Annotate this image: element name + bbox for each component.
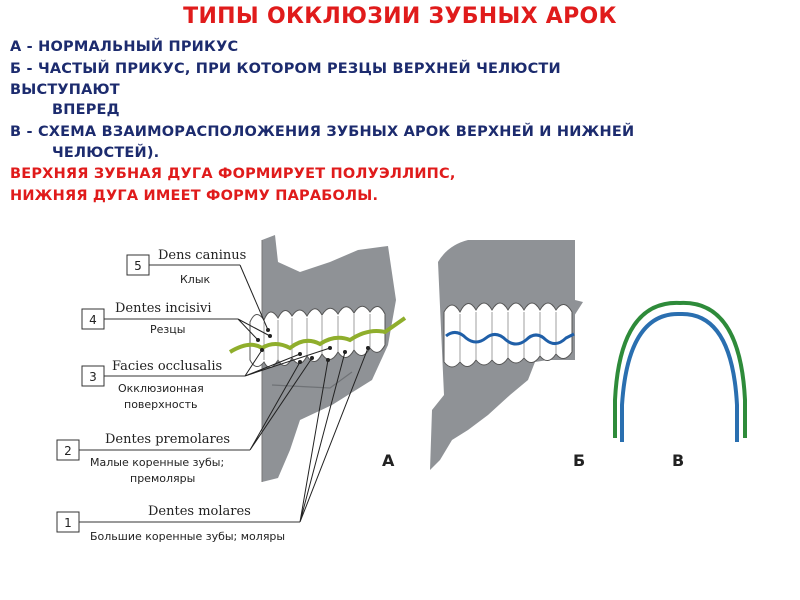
panel-v-arches — [613, 300, 747, 442]
label-num-2: 2 — [64, 444, 72, 458]
panel-b-teeth — [443, 302, 575, 368]
page-title: ТИПЫ ОККЛЮЗИИ ЗУБНЫХ АРОК — [183, 4, 617, 29]
label-latin-1: Dentes molares — [148, 504, 251, 519]
caption-red-2: НИЖНЯЯ ДУГА ИМЕЕТ ФОРМУ ПАРАБОЛЫ. — [10, 188, 379, 204]
panel-letter-a: А — [382, 451, 395, 470]
label-ru-3b: поверхность — [124, 398, 198, 411]
lower-arch-parabola — [620, 311, 739, 442]
label-latin-4: Dentes incisivi — [115, 301, 212, 316]
label-ru-2a: Малые коренные зубы; — [90, 456, 224, 469]
label-num-4: 4 — [89, 313, 97, 327]
panel-letter-v: В — [672, 451, 684, 470]
caption-v-cont: ЧЕЛЮСТЕЙ). — [52, 145, 160, 161]
caption-v: В - СХЕМА ВЗАИМОРАСПОЛОЖЕНИЯ ЗУБНЫХ АРОК… — [10, 124, 635, 140]
occlusal-line-b — [445, 331, 575, 346]
label-num-3: 3 — [89, 370, 97, 384]
label-num-5: 5 — [134, 259, 142, 273]
label-latin-5: Dens caninus — [158, 248, 246, 263]
label-latin-3: Facies occlusalis — [112, 359, 222, 374]
caption-a: А - НОРМАЛЬНЫЙ ПРИКУС — [10, 39, 239, 55]
label-ru-5: Клык — [180, 273, 211, 286]
label-group: 5 4 3 2 1 Dens caninus Dentes incisivi F… — [56, 248, 370, 543]
caption-b-cont2: ВПЕРЕД — [52, 102, 120, 118]
label-ru-1: Большие коренные зубы; моляры — [90, 530, 285, 543]
label-num-1: 1 — [64, 516, 72, 530]
label-latin-2: Dentes premolares — [105, 432, 230, 447]
caption-b: Б - ЧАСТЫЙ ПРИКУС, ПРИ КОТОРОМ РЕЗЦЫ ВЕР… — [10, 61, 561, 77]
panel-letter-b: Б — [573, 451, 585, 470]
upper-arch-semi-ellipse — [613, 300, 747, 438]
label-ru-4: Резцы — [150, 323, 185, 336]
caption-red-1: ВЕРХНЯЯ ЗУБНАЯ ДУГА ФОРМИРУЕТ ПОЛУЭЛЛИПС… — [10, 166, 456, 182]
label-ru-3a: Окклюзионная — [118, 382, 204, 395]
caption-b-cont1: ВЫСТУПАЮТ — [10, 82, 120, 98]
label-ru-2b: премоляры — [130, 472, 195, 485]
